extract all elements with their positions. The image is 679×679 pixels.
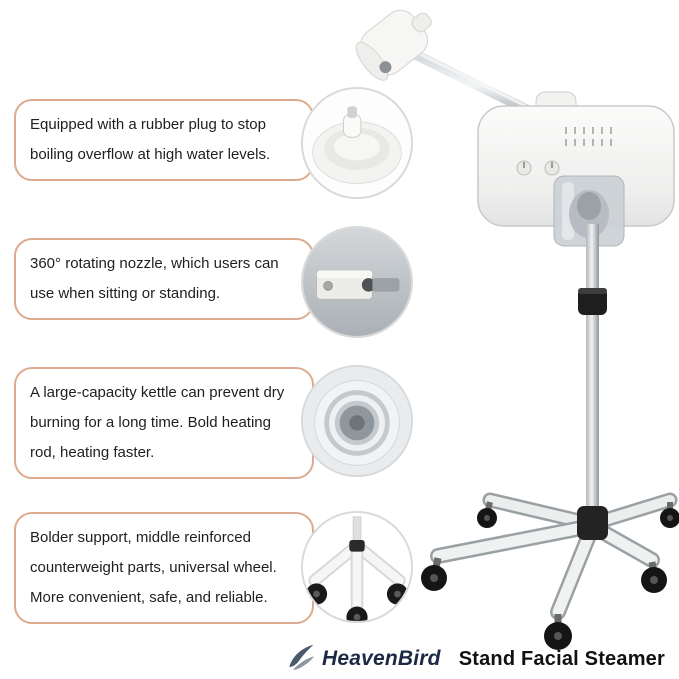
brand-name: HeavenBird <box>321 647 441 670</box>
stand-facial-steamer-image <box>355 9 679 650</box>
steam-nozzle <box>355 9 432 81</box>
rubber-plug-inset-photo <box>301 87 413 199</box>
feature-callout-kettle: A large-capacity kettle can prevent dry … <box>14 367 314 479</box>
kettle-inset-photo <box>301 365 413 477</box>
base-inset-photo <box>301 511 413 623</box>
base-hub <box>577 506 608 540</box>
height-adjust-knob <box>578 288 607 315</box>
feature-text: A large-capacity kettle can prevent dry … <box>30 384 285 461</box>
product-title: Stand Facial Steamer <box>458 647 665 670</box>
feature-text: Bolder support, middle reinforced counte… <box>30 529 277 606</box>
water-tank <box>553 175 625 247</box>
control-knobs <box>516 160 560 176</box>
rotating-nozzle-inset-photo <box>301 226 413 338</box>
kettle-heating-rod-photo <box>303 367 411 475</box>
vent-grille <box>565 127 612 146</box>
base-legs <box>430 492 678 620</box>
base-wheels-photo <box>303 513 411 621</box>
feature-text: Equipped with a rubber plug to stop boil… <box>30 116 271 163</box>
rotating-nozzle-photo <box>303 228 411 336</box>
brand-footer: HeavenBird Stand Facial Steamer <box>284 643 665 675</box>
rubber-plug-photo <box>303 89 411 197</box>
caster-wheels <box>421 501 679 650</box>
feature-callout-base: Bolder support, middle reinforced counte… <box>14 512 314 624</box>
bird-swoosh-icon <box>289 644 315 670</box>
feature-callout-rotating-nozzle: 360° rotating nozzle, which users can us… <box>14 238 314 320</box>
feature-callout-rubber-plug: Equipped with a rubber plug to stop boil… <box>14 99 314 181</box>
feature-text: 360° rotating nozzle, which users can us… <box>30 255 279 302</box>
stand-pole <box>586 224 599 516</box>
steamer-head <box>477 105 675 227</box>
